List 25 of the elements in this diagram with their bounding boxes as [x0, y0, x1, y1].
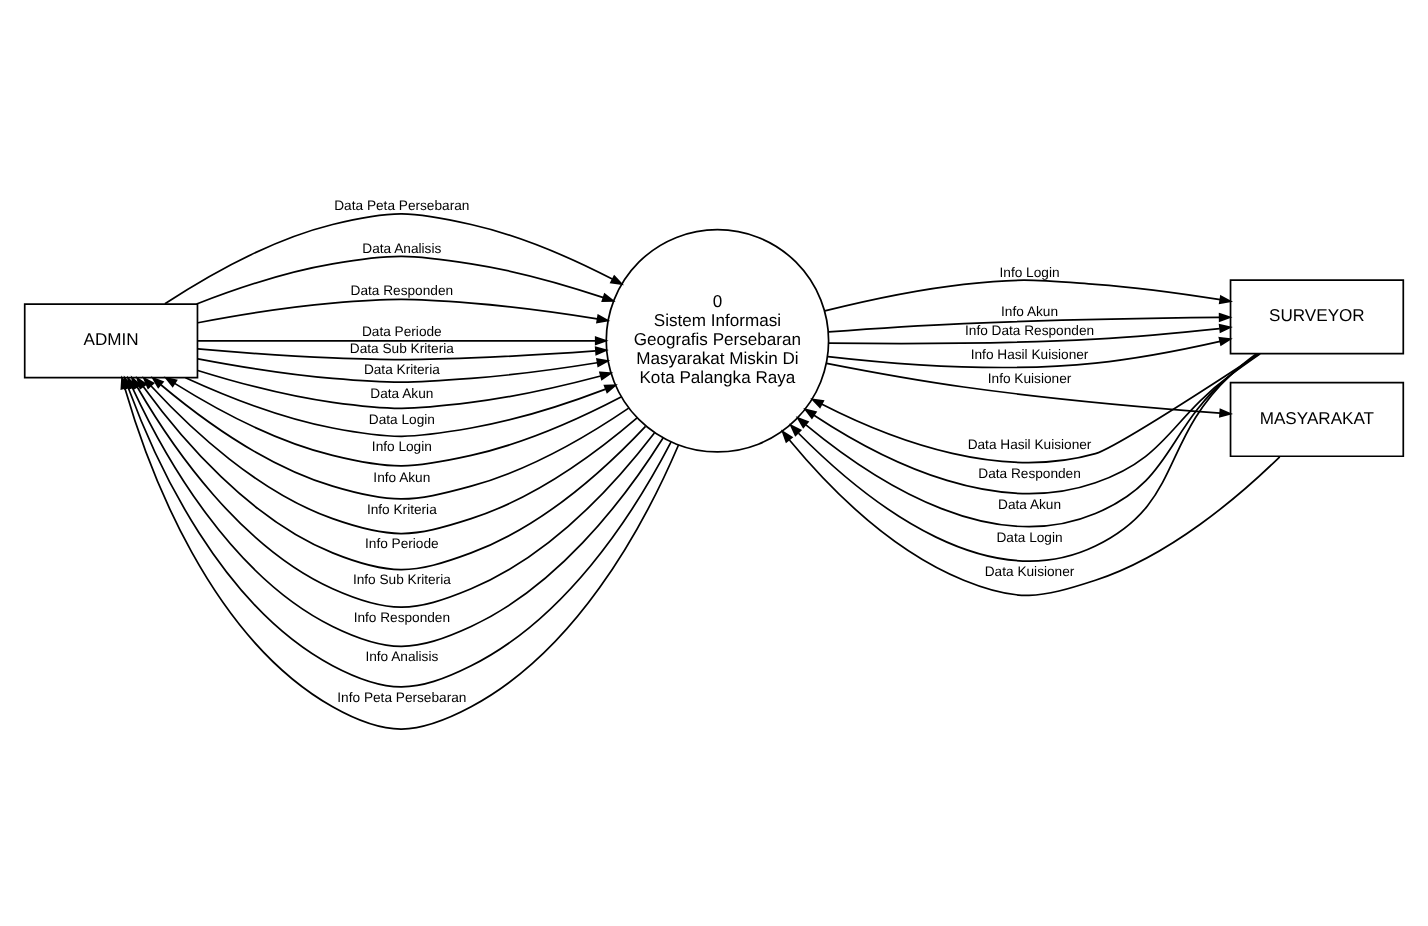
- arrow: [196, 345, 609, 360]
- arrow: [150, 375, 630, 499]
- arrow: [195, 254, 616, 304]
- arrow: [197, 335, 609, 345]
- arrow: [142, 375, 638, 534]
- arrow: [823, 278, 1233, 311]
- arrow: [197, 357, 611, 382]
- arrow: [827, 335, 1233, 368]
- arrow: [196, 368, 614, 409]
- arrow: [825, 361, 1233, 417]
- arrow: [810, 351, 1261, 463]
- arrow: [197, 297, 611, 323]
- arrow: [184, 375, 618, 437]
- arrow: [164, 212, 624, 304]
- arrow: [795, 352, 1259, 527]
- node-box: SURVEYOR: [1229, 278, 1405, 354]
- arrow: [135, 374, 647, 570]
- arrow: [827, 322, 1233, 344]
- node-box: MASYARAKAT: [1229, 380, 1405, 457]
- node-box: ADMIN: [23, 302, 199, 378]
- arrow: [803, 352, 1261, 494]
- arrow: [827, 311, 1233, 332]
- arrow: [163, 375, 622, 466]
- arrow: [789, 351, 1258, 561]
- arrow: [780, 428, 1281, 596]
